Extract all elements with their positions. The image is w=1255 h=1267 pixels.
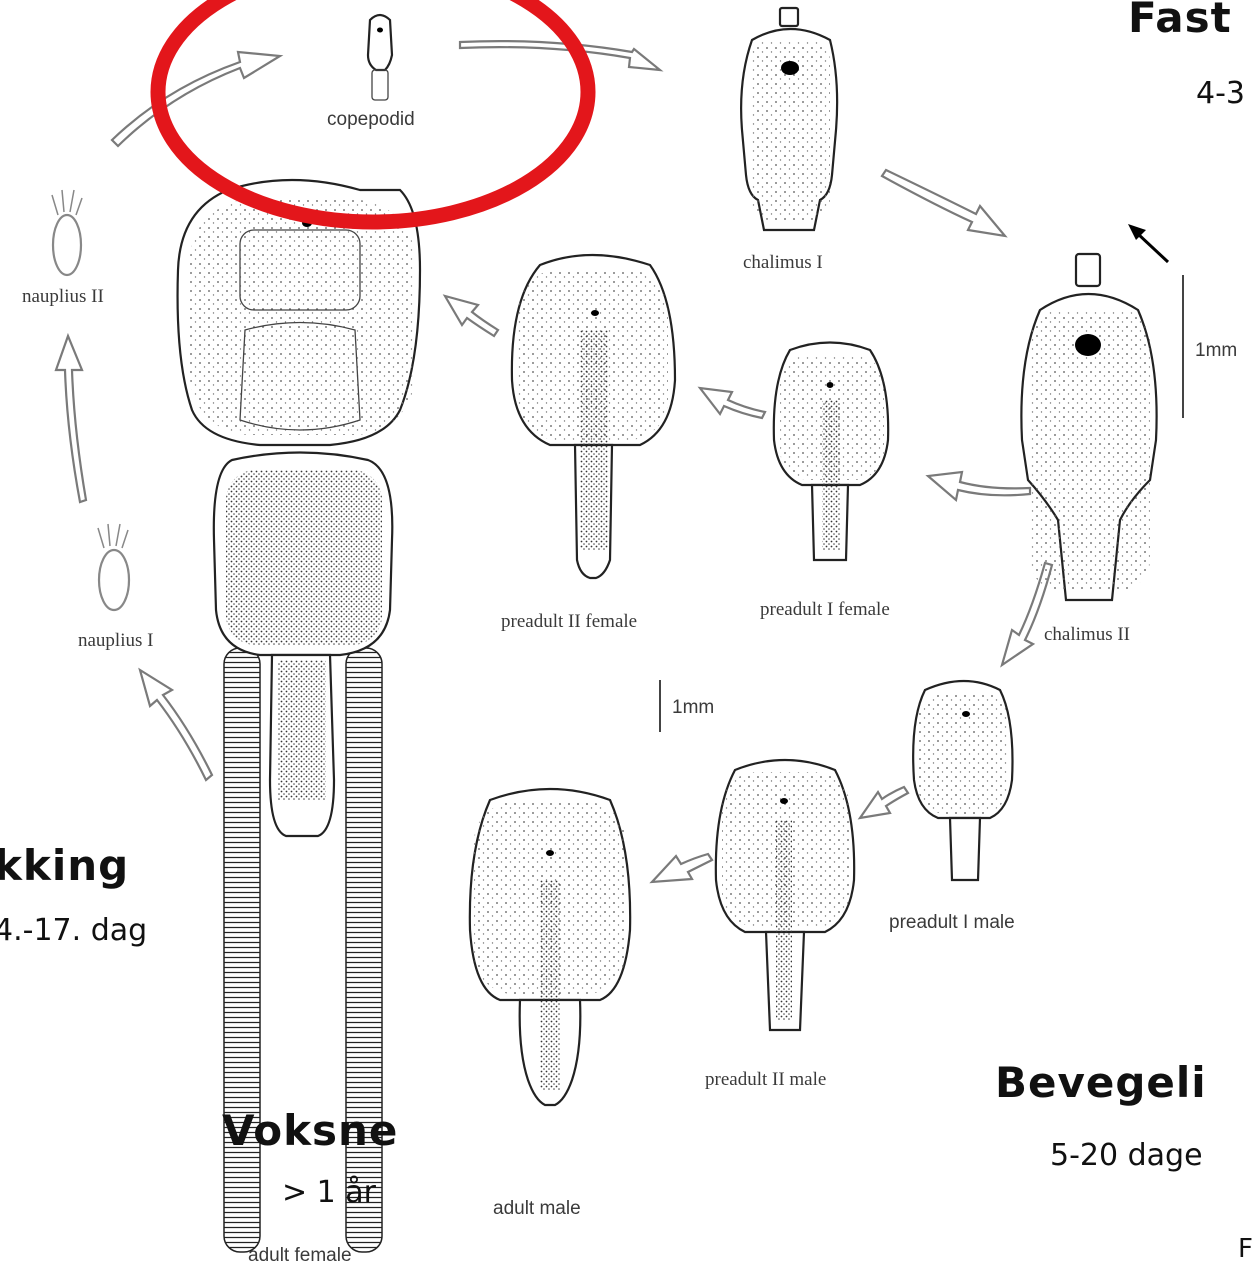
scale-label-middle: 1mm <box>672 697 714 718</box>
heading-klekking-sub: 4.-17. dag <box>0 913 147 948</box>
adult-male-figure <box>470 789 630 1105</box>
adult-female-cephalothorax-dots <box>190 200 415 435</box>
small-black-arrow <box>1138 234 1168 262</box>
adult-female-abdomen-texture <box>278 660 326 800</box>
arrow-to-chalimus-1 <box>460 41 660 70</box>
label-adult-female: adult female <box>248 1245 352 1266</box>
label-adult-male: adult male <box>493 1198 581 1219</box>
arrow-to-preadult-1-female <box>928 472 1030 500</box>
arrow-to-nauplius-1 <box>140 670 212 780</box>
copepodid-figure <box>368 15 392 100</box>
chalimus-1-figure <box>741 8 837 230</box>
arrow-to-adult-male <box>652 854 712 882</box>
arrow-to-chalimus-2 <box>882 170 1005 236</box>
heading-bevegelig: Bevegeli <box>995 1058 1207 1107</box>
preadult-2-female-figure <box>512 255 675 578</box>
heading-voksne-sub: > 1 år <box>282 1175 377 1210</box>
arrow-to-preadult-2-female <box>700 388 765 418</box>
label-preadult-2-male: preadult II male <box>705 1069 826 1090</box>
heading-klekking: kking <box>0 841 129 890</box>
arrow-to-nauplius-2 <box>56 336 86 502</box>
preadult-1-female-figure <box>774 343 888 561</box>
label-chalimus-1: chalimus I <box>743 252 823 273</box>
heading-bevegelig-sub: 5-20 dage <box>1050 1138 1203 1173</box>
label-chalimus-2: chalimus II <box>1044 624 1130 645</box>
egg-string-right <box>346 648 382 1252</box>
preadult-2-male-figure <box>716 760 854 1030</box>
nauplius-2-figure <box>52 190 82 275</box>
label-nauplius-2: nauplius II <box>22 286 104 307</box>
label-preadult-2-female: preadult II female <box>501 611 637 632</box>
heading-fast-sub: 4-3 <box>1196 76 1245 111</box>
nauplius-1-figure <box>98 524 129 610</box>
label-nauplius-1: nauplius I <box>78 630 153 651</box>
heading-voksne: Voksne <box>222 1106 398 1155</box>
heading-fast: Fast <box>1128 0 1232 42</box>
arrow-to-adult-female <box>445 296 498 336</box>
chalimus-2-figure <box>1021 254 1156 600</box>
arrow-to-copepodid <box>112 52 280 146</box>
preadult-1-male-figure <box>913 681 1012 880</box>
label-preadult-1-female: preadult I female <box>760 599 890 620</box>
egg-string-left <box>224 648 260 1252</box>
arrow-to-preadult-2-male <box>860 787 908 818</box>
scale-label-right: 1mm <box>1195 340 1237 361</box>
label-preadult-1-male: preadult I male <box>889 912 1015 933</box>
label-copepodid: copepodid <box>327 109 415 130</box>
adult-female-figure <box>178 180 420 1252</box>
corner-letter: F <box>1238 1234 1253 1264</box>
adult-female-genital-texture <box>226 470 382 645</box>
